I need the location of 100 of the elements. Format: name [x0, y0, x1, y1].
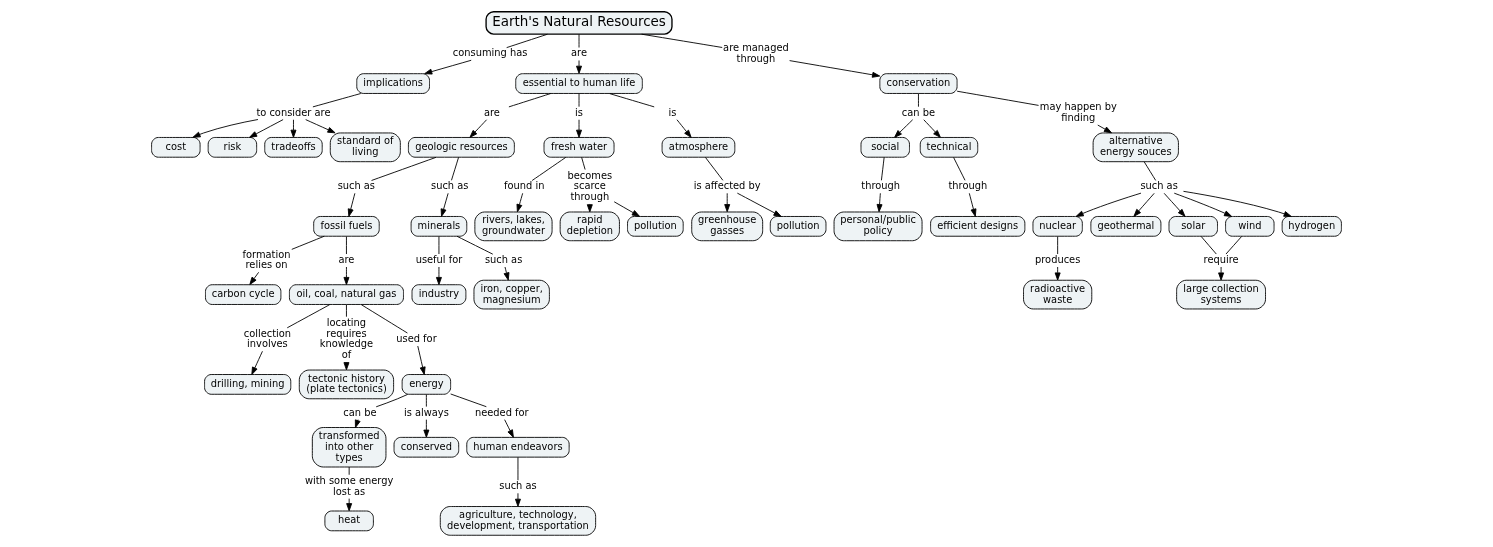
node-box: drilling, mining	[204, 374, 292, 395]
arrow	[249, 271, 260, 285]
connector	[1143, 161, 1157, 181]
arrow	[1054, 266, 1061, 281]
arrow	[576, 60, 582, 74]
node-text: becomes scarce through	[567, 169, 613, 203]
node-box: minerals	[410, 216, 468, 237]
node-box: geologic resources	[407, 137, 515, 158]
connector	[1057, 236, 1059, 255]
connector	[451, 156, 459, 181]
node-box: nuclear	[1032, 216, 1083, 237]
connector	[953, 156, 966, 181]
connector	[880, 156, 885, 181]
node-text: produces	[1035, 253, 1081, 265]
connector	[578, 33, 580, 48]
node-box: implications	[356, 73, 430, 94]
arrow	[1173, 192, 1233, 217]
arrow	[1183, 190, 1292, 217]
arrow	[968, 192, 977, 217]
connector	[375, 393, 409, 408]
connector	[578, 93, 580, 108]
node-text: formation relies on	[242, 248, 291, 271]
connector	[1200, 236, 1217, 255]
node-text: through	[861, 180, 901, 192]
connector	[438, 236, 440, 255]
node-text: such as	[431, 180, 469, 192]
arrow	[923, 119, 941, 138]
node-text: is	[575, 106, 583, 118]
arrow	[440, 192, 449, 217]
node-box: personal/public policy	[833, 211, 923, 242]
node-text: with some energy lost as	[304, 474, 394, 497]
arrow	[515, 492, 521, 507]
arrow	[736, 192, 782, 217]
node-box: Earth's Natural Resources	[485, 11, 673, 35]
arrow	[436, 266, 442, 286]
connector	[918, 93, 919, 108]
arrow	[789, 60, 881, 78]
node-box: oil, coal, natural gas	[289, 284, 404, 305]
arrow	[516, 192, 524, 213]
arrow	[417, 345, 426, 375]
connector	[641, 33, 723, 48]
arrow	[676, 119, 692, 138]
node-text: such as	[1140, 180, 1178, 192]
connector	[346, 304, 347, 318]
node-text: are	[571, 47, 587, 59]
node-text: consuming has	[452, 47, 528, 59]
node-box: essential to human life	[515, 73, 643, 94]
node-text: can be	[901, 106, 936, 118]
connector	[346, 236, 347, 255]
node-box: solar	[1168, 216, 1218, 237]
node-box: energy	[401, 374, 452, 395]
node-box: transformed into other types	[311, 427, 387, 468]
node-box: efficient designs	[930, 216, 1026, 237]
arrow	[724, 192, 731, 213]
node-box: pollution	[627, 216, 684, 237]
connector	[425, 393, 427, 408]
arrow	[1097, 124, 1112, 134]
node-text: are	[483, 106, 500, 118]
connector	[312, 93, 362, 108]
arrow	[469, 119, 488, 138]
node-box: large collection systems	[1176, 279, 1266, 310]
node-box: heat	[324, 510, 374, 532]
connector	[581, 156, 586, 170]
arrow	[503, 266, 510, 281]
connector	[1225, 236, 1243, 255]
arrow	[1163, 192, 1186, 217]
node-box: social	[860, 137, 910, 158]
arrow	[249, 119, 284, 138]
arrow	[346, 498, 353, 512]
node-text: through	[948, 180, 988, 192]
node-box: greenhouse gasses	[691, 211, 764, 242]
connector	[506, 33, 548, 49]
node-text: may happen by finding	[1039, 101, 1117, 124]
node-box: pollution	[769, 216, 827, 237]
node-text: collection involves	[243, 327, 292, 350]
node-box: iron, copper, magnesium	[473, 279, 550, 310]
connector	[348, 466, 350, 476]
node-text: useful for	[415, 253, 463, 265]
node-text: needed for	[474, 406, 529, 418]
arrow	[1218, 266, 1225, 281]
node-text: are managed through	[723, 42, 789, 64]
arrow	[1133, 192, 1155, 217]
arrow	[424, 59, 472, 75]
arrow	[347, 192, 356, 217]
node-text: such as	[499, 480, 537, 492]
node-text: is	[668, 106, 677, 118]
node-box: rapid depletion	[559, 211, 620, 242]
node-text: require	[1203, 253, 1239, 265]
node-box: fossil fuels	[313, 216, 380, 237]
connector	[450, 393, 487, 408]
connector	[956, 90, 1040, 106]
node-text: to consider are	[256, 106, 331, 118]
node-text: such as	[484, 253, 523, 265]
connector	[608, 93, 655, 108]
node-box: conservation	[879, 73, 958, 94]
arrow	[504, 419, 514, 438]
node-box: fresh water	[543, 137, 615, 158]
connector	[508, 93, 552, 108]
connector	[291, 235, 325, 250]
arrow	[876, 192, 883, 213]
